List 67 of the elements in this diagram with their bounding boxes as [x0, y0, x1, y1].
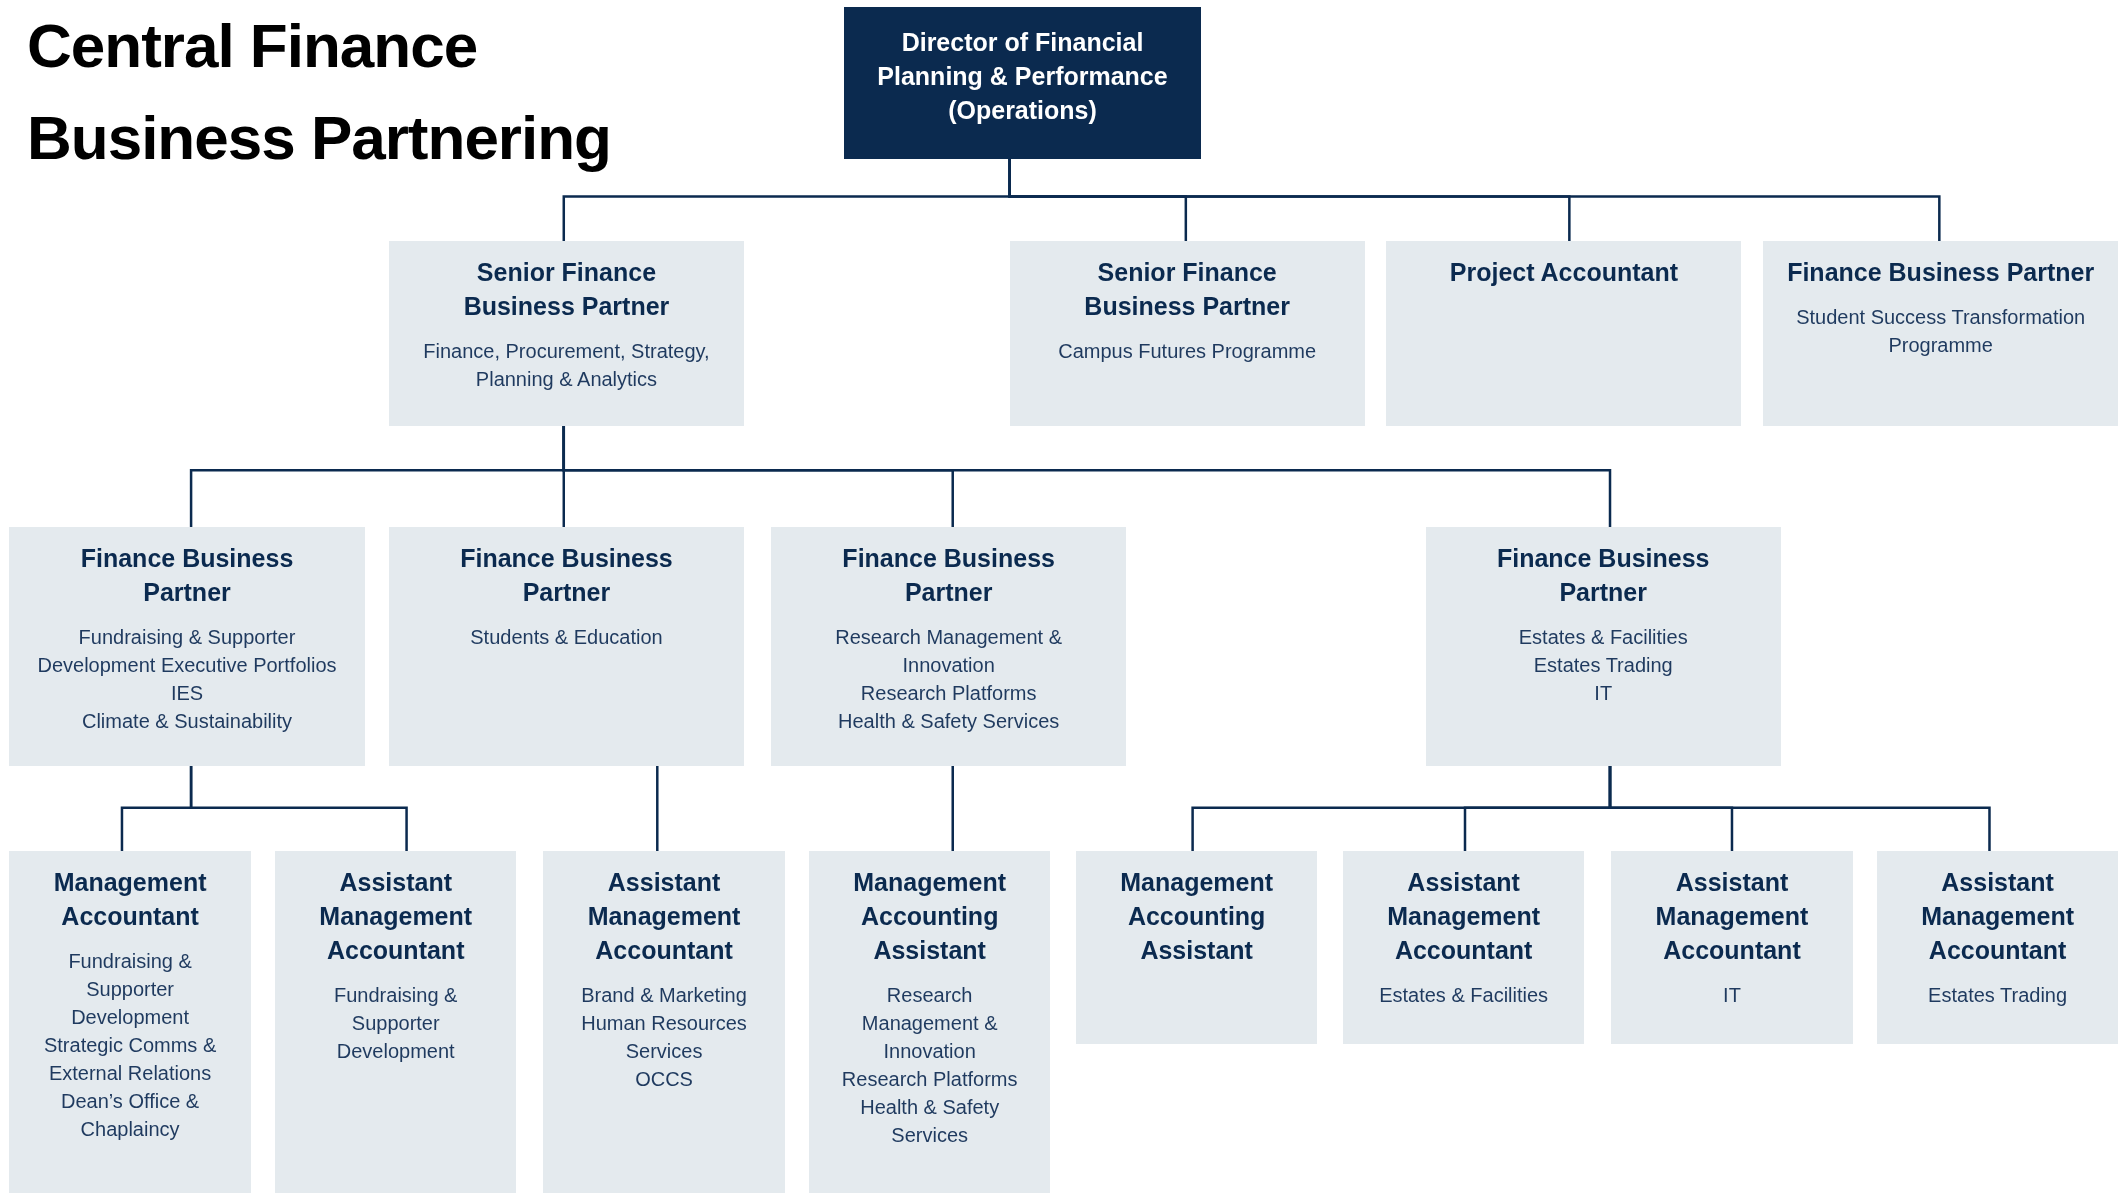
role-description: Finance, Procurement, Strategy, Planning & Analytics	[422, 339, 711, 393]
role-description: Fundraising & Supporter Development Executive Portfolios	[36, 625, 338, 679]
role-box	[543, 851, 785, 1193]
role-description: Health & Safety Services	[838, 709, 1060, 735]
chart-title: Central Finance Business Partnering	[27, 10, 612, 174]
role-description: Strategic Comms & External Relations	[42, 1033, 218, 1087]
role-title: Finance Business Partner	[459, 543, 674, 609]
role-description: Research Platforms	[841, 1067, 1018, 1093]
role-box	[1763, 241, 2119, 426]
role-box	[809, 851, 1051, 1193]
role-title: Assistant Management Accountant	[586, 867, 742, 967]
role-box	[1009, 241, 1365, 426]
role-description: Estates Trading	[1533, 653, 1673, 679]
role-title: Management Accountant	[52, 867, 208, 933]
role-description: Campus Futures Programme	[1058, 339, 1317, 365]
connector-line	[1008, 158, 1941, 242]
role-box	[9, 527, 365, 766]
role-box	[1611, 851, 1853, 1044]
role-title: Senior Finance Business Partner	[1083, 257, 1291, 323]
role-title: Assistant Management Accountant	[1654, 867, 1810, 967]
role-title: Director of Financial Planning & Performance (Operations)	[876, 26, 1169, 126]
role-title: Senior Finance Business Partner	[462, 257, 671, 323]
role-description: Human Resources Services	[580, 1011, 748, 1065]
role-description: IES	[170, 681, 204, 707]
role-description: Fundraising & Supporter Development	[67, 949, 193, 1031]
role-description: Climate & Sustainability	[81, 709, 293, 735]
role-description: Research Platforms	[860, 681, 1037, 707]
role-description: Research Management & Innovation	[860, 983, 999, 1065]
role-box	[1343, 851, 1585, 1044]
role-description: OCCS	[635, 1067, 693, 1093]
role-description: Health & Safety Services	[859, 1095, 1001, 1149]
role-description: Fundraising & Supporter Development	[333, 983, 459, 1065]
role-box	[844, 6, 1201, 159]
role-box	[1076, 851, 1318, 1044]
connector-line	[656, 765, 659, 852]
role-box	[275, 851, 517, 1193]
role-description: Research Management & Innovation	[834, 625, 1064, 679]
connector-line	[562, 425, 1612, 528]
role-description: Estates & Facilities	[1518, 625, 1688, 651]
role-title: Project Accountant	[1449, 257, 1679, 289]
role-box	[1425, 527, 1781, 766]
role-box	[388, 241, 744, 426]
role-title: Finance Business Partner	[1787, 257, 2095, 289]
role-title: Assistant Management Accountant	[1920, 867, 2075, 967]
role-box	[1877, 851, 2119, 1044]
role-description: IT	[1594, 681, 1613, 707]
role-description: Student Success Transformation Programme	[1795, 305, 2087, 359]
role-box	[1386, 241, 1742, 426]
role-description: Dean’s Office & Chaplaincy	[59, 1089, 201, 1143]
role-title: Management Accounting Assistant	[852, 867, 1008, 967]
role-box	[388, 527, 744, 766]
role-box	[771, 527, 1127, 766]
connector-line	[951, 765, 954, 852]
role-title: Assistant Management Accountant	[1386, 867, 1542, 967]
role-description: Students & Education	[470, 625, 663, 651]
role-title: Finance Business Partner	[841, 543, 1056, 609]
role-title: Finance Business Partner	[79, 543, 295, 609]
role-description: Estates Trading	[1928, 983, 2068, 1009]
connector-line	[1608, 765, 1991, 852]
role-box	[9, 851, 251, 1193]
role-title: Assistant Management Accountant	[318, 867, 474, 967]
role-description: Brand & Marketing	[581, 983, 747, 1009]
role-title: Management Accounting Assistant	[1119, 867, 1275, 967]
role-description: Estates & Facilities	[1379, 983, 1549, 1009]
role-title: Finance Business Partner	[1495, 543, 1711, 609]
role-description: IT	[1723, 983, 1741, 1009]
connector-line	[189, 765, 408, 852]
